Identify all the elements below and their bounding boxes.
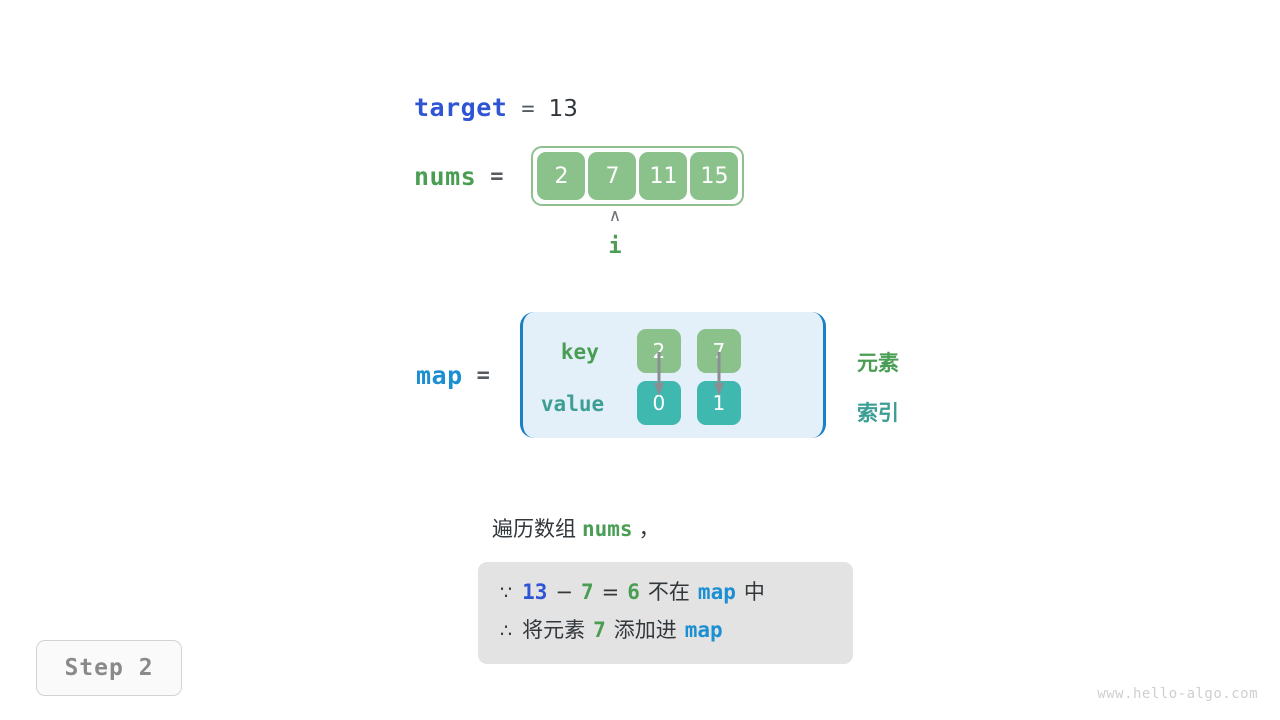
nums-label: nums [414,161,477,191]
map-equals: = [476,362,490,388]
map-label: map [416,360,463,390]
array-cell: 11 [639,152,688,200]
map-key-row-label: key [560,340,599,364]
key-to-value-arrow-icon [713,352,724,396]
caption-suffix: ， [638,517,660,541]
reasoning-line-2: ∴ 将元素 7 添加进 map [478,612,853,650]
nums-row: nums = 2 7 11 15 [414,146,745,206]
target-equals: = [521,97,535,122]
map-grid: key value 2 7 0 1 [523,312,823,438]
pointer-caret-icon: ∧ [608,206,622,226]
annotation-index: 索引 [857,401,899,425]
therefore-symbol-icon: ∴ [500,620,513,642]
array-cell: 2 [537,152,586,200]
reason1-equals: = [601,580,620,604]
reason2-map: map [684,618,723,642]
map-value-cell: 0 [636,381,681,425]
target-value: 13 [548,96,578,122]
key-to-value-arrow-icon [653,352,664,396]
reason1-result: 6 [627,580,640,604]
reason1-operand-a: 13 [522,580,548,604]
reason1-map: map [697,580,736,604]
reason2-text2: 添加进 [613,618,677,642]
pointer-label: i [608,234,622,259]
reason2-text: 将元素 [522,618,586,642]
because-symbol-icon: ∵ [500,582,513,604]
caption-code-nums: nums [582,517,633,541]
index-pointer: ∧ i [596,206,634,260]
reason1-text: 不在 [647,580,690,604]
map-value-cell: 1 [696,381,741,425]
map-row: map = key value 2 7 0 1 [416,312,826,438]
reasoning-line-1: ∵ 13−7 = 6 不在 map 中 [478,574,853,612]
nums-equals: = [490,163,504,189]
array-cell: 7 [588,152,637,200]
reasoning-box: ∵ 13−7 = 6 不在 map 中 ∴ 将元素 7 添加进 map [478,562,853,664]
map-value-row-label: value [540,392,605,416]
target-row: target = 13 [414,93,578,122]
step-badge: Step 2 [36,640,182,696]
map-container: key value 2 7 0 1 [519,312,826,438]
watermark: www.hello-algo.com [1097,686,1258,702]
map-side-annotations: 元素 索引 [857,338,899,438]
reason1-minus: − [555,580,573,604]
nums-array: 2 7 11 15 [531,146,745,206]
annotation-element: 元素 [857,351,899,375]
reason1-tail: 中 [743,580,765,604]
target-label: target [414,93,508,122]
reason2-element: 7 [593,618,606,642]
array-cell: 15 [690,152,739,200]
reason1-operand-b: 7 [581,580,594,604]
caption-prefix: 遍历数组 [492,517,576,541]
